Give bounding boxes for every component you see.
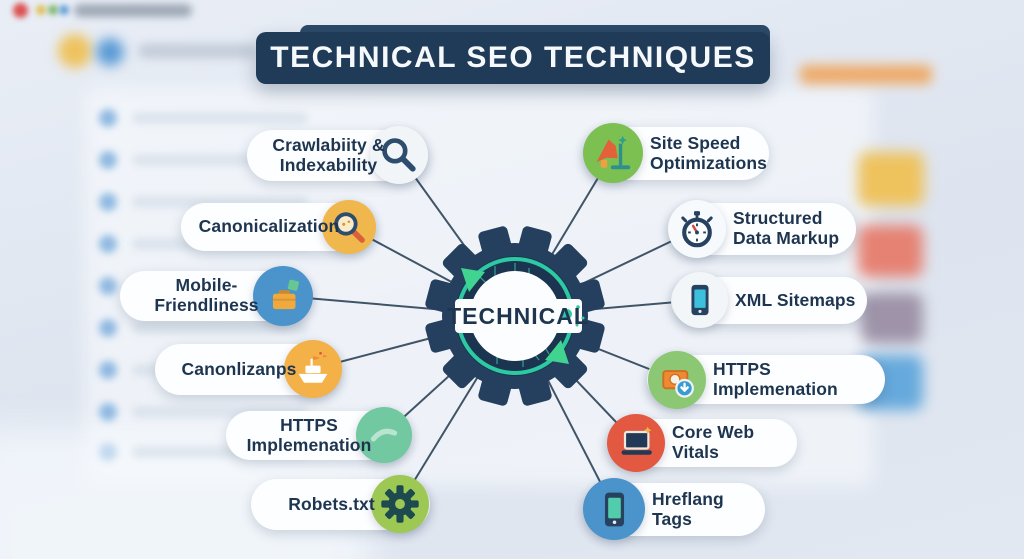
browser-dot-yellow (36, 5, 46, 15)
list-bullet (99, 319, 117, 337)
node-canonicalization: Canonicalization (181, 200, 376, 254)
node-label: Core Web Vitals (672, 422, 755, 462)
node-structured-data: Structured Data Markup (668, 200, 856, 258)
header-avatar-blue (96, 38, 124, 66)
list-text-bar (132, 322, 308, 334)
right-header-bar (800, 65, 932, 84)
browser-dot-green (48, 5, 58, 15)
list-bullet (99, 235, 117, 253)
node-label: Canonicalization (198, 216, 340, 237)
node-hreflang-tags: Hreflang Tags (583, 478, 765, 540)
node-xml-sitemaps: XML Sitemaps (671, 272, 867, 328)
list-bullet (99, 443, 117, 461)
right-card-red (858, 225, 923, 277)
node-label: Crawlabiity & Indexability (272, 134, 385, 175)
node-label: XML Sitemaps (735, 289, 856, 310)
node-label: Mobile-Friendliness (154, 275, 259, 315)
browser-dot-red (13, 3, 28, 18)
list-bullet (99, 403, 117, 421)
right-card-yellow (858, 152, 924, 206)
browser-title-bar (74, 4, 192, 17)
node-core-web-vitals: Core Web Vitals (607, 414, 797, 472)
node-https-implementation-left: HTTPS Implemenation (226, 407, 412, 463)
list-bullet (99, 277, 117, 295)
node-robots-txt: Robets.txt (251, 475, 430, 533)
node-site-speed: Site Speed Optimizations (583, 123, 769, 183)
list-text-bar (132, 112, 308, 124)
browser-dot-blue (59, 5, 69, 15)
node-mobile-friendliness: Mobile-Friendliness (120, 266, 313, 326)
node-label: HTTPS Implemenation (246, 414, 372, 455)
node-crawlability: Crawlabiity & Indexability (247, 126, 428, 184)
center-label: TECHNICAL (447, 303, 589, 329)
header-avatar-yellow (58, 34, 92, 68)
title-banner: TECHNICAL SEO TECHNIQUES (256, 32, 770, 84)
list-bullet (99, 361, 117, 379)
node-label: Robets.txt (288, 493, 375, 514)
center-gear: TECHNICAL (425, 226, 605, 406)
header-text-bar (138, 44, 256, 58)
node-canonlizanps: Canonlizanps (155, 340, 342, 398)
node-label: Site Speed Optimizations (650, 132, 767, 173)
list-bullet (99, 151, 117, 169)
node-label: Canonlizanps (181, 358, 297, 379)
node-https-implementation-right: HTTPS Implemenation (647, 351, 885, 409)
right-card-purple (861, 293, 923, 343)
list-bullet (99, 193, 117, 211)
list-bullet (99, 109, 117, 127)
node-label: Hreflang Tags (652, 488, 724, 529)
page-title: TECHNICAL SEO TECHNIQUES (270, 41, 756, 74)
node-label: Structured Data Markup (733, 208, 840, 248)
node-label: HTTPS Implemenation (713, 358, 838, 399)
